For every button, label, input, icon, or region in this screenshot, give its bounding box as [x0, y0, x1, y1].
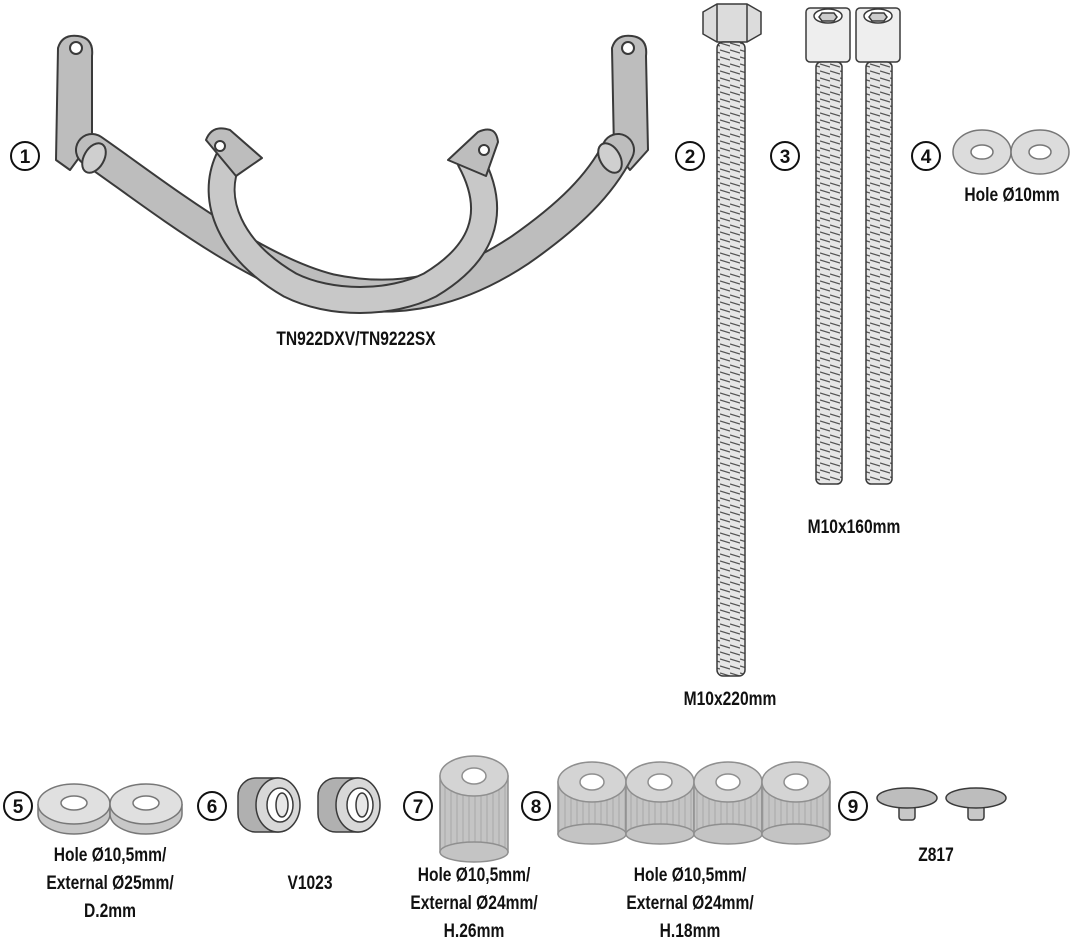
- spacers-h18: [557, 761, 831, 845]
- callout-8: 8: [521, 791, 551, 821]
- callout-8-number: 8: [531, 797, 542, 818]
- label-part-8: Hole Ø10,5mm/ External Ø24mm/ H.18mm: [616, 862, 764, 946]
- label-part-8-line-1: Hole Ø10,5mm/: [633, 865, 747, 886]
- callout-2-number: 2: [685, 147, 696, 168]
- label-part-7: Hole Ø10,5mm/ External Ø24mm/ H.26mm: [400, 862, 548, 946]
- socket-screws-m10x160: [805, 7, 901, 485]
- label-part-7-line-2: External Ø24mm/: [410, 893, 538, 914]
- label-part-1-line: TN922DXV/TN9222SX: [276, 329, 436, 350]
- label-part-5-line-3: D.2mm: [84, 901, 136, 922]
- label-part-3: M10x160mm: [797, 514, 912, 542]
- label-part-3-line: M10x160mm: [807, 517, 901, 538]
- label-part-4-line: Hole Ø10mm: [964, 185, 1060, 206]
- callout-2: 2: [675, 141, 705, 171]
- hex-bolt-m10x220: [702, 3, 762, 677]
- callout-5-number: 5: [13, 797, 24, 818]
- label-part-9: Z817: [895, 842, 977, 870]
- label-part-5-line-2: External Ø25mm/: [46, 873, 174, 894]
- label-part-5: Hole Ø10,5mm/ External Ø25mm/ D.2mm: [36, 842, 184, 926]
- callout-3: 3: [770, 141, 800, 171]
- rivets-z817: [876, 787, 1007, 821]
- label-part-8-line-2: External Ø24mm/: [626, 893, 754, 914]
- label-part-2: M10x220mm: [673, 686, 788, 714]
- callout-6: 6: [197, 791, 227, 821]
- label-part-9-line: Z817: [918, 845, 954, 866]
- label-part-6-line: V1023: [287, 873, 333, 894]
- callout-9: 9: [838, 791, 868, 821]
- callout-1: 1: [10, 141, 40, 171]
- label-part-7-line-3: H.26mm: [443, 921, 505, 942]
- label-part-7-line-1: Hole Ø10,5mm/: [417, 865, 531, 886]
- callout-3-number: 3: [780, 147, 791, 168]
- callout-4-number: 4: [921, 147, 932, 168]
- bushings-v1023: [237, 777, 381, 833]
- callout-7-number: 7: [413, 797, 424, 818]
- callout-7: 7: [403, 791, 433, 821]
- callout-1-number: 1: [20, 147, 31, 168]
- label-part-5-line-1: Hole Ø10,5mm/: [53, 845, 167, 866]
- label-part-1: TN922DXV/TN9222SX: [274, 326, 438, 354]
- washers-25mm: [37, 783, 183, 835]
- spacer-h26: [439, 755, 509, 863]
- label-part-2-line: M10x220mm: [683, 689, 777, 710]
- crash-bar-frame: [55, 34, 649, 314]
- washers-10mm: [952, 129, 1070, 175]
- label-part-6: V1023: [261, 870, 359, 898]
- label-part-4: Hole Ø10mm: [955, 182, 1070, 210]
- callout-4: 4: [911, 141, 941, 171]
- callout-5: 5: [3, 791, 33, 821]
- label-part-8-line-3: H.18mm: [659, 921, 721, 942]
- callout-9-number: 9: [848, 797, 859, 818]
- callout-6-number: 6: [207, 797, 218, 818]
- inner-right-tab: [447, 128, 499, 177]
